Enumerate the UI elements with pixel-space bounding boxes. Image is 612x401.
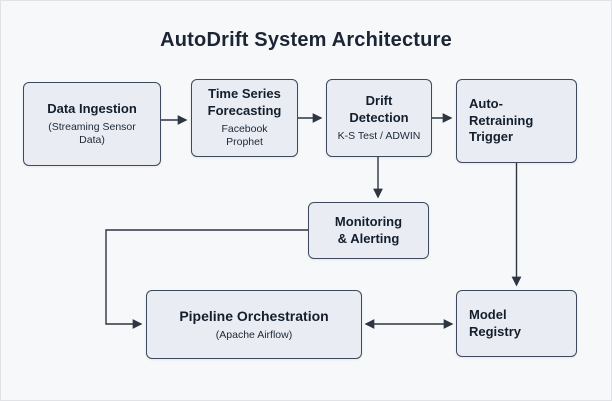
- node-pipeline-orchestration-label: Pipeline Orchestration: [179, 308, 329, 325]
- node-pipeline-orchestration-sublabel: (Apache Airflow): [215, 328, 293, 341]
- node-data-ingestion: Data Ingestion (Streaming Sensor Data): [23, 82, 161, 166]
- node-model-registry: Model Registry: [456, 290, 577, 357]
- node-monitoring-alerting-label: Monitoring & Alerting: [334, 213, 403, 246]
- node-time-series-forecasting-label: Time Series Forecasting: [207, 86, 282, 119]
- node-pipeline-orchestration: Pipeline Orchestration (Apache Airflow): [146, 290, 362, 359]
- node-drift-detection: Drift Detection K-S Test / ADWIN: [326, 79, 432, 157]
- node-time-series-forecasting-sublabel: Facebook Prophet: [221, 123, 268, 149]
- node-monitoring-alerting: Monitoring & Alerting: [308, 202, 429, 259]
- node-data-ingestion-label: Data Ingestion: [47, 100, 137, 116]
- node-data-ingestion-sublabel: (Streaming Sensor Data): [48, 120, 136, 146]
- node-time-series-forecasting: Time Series Forecasting Facebook Prophet: [191, 79, 298, 157]
- node-auto-retraining-trigger: Auto- Retraining Trigger: [456, 79, 577, 163]
- node-model-registry-label: Model Registry: [469, 306, 522, 339]
- node-drift-detection-label: Drift Detection: [349, 93, 409, 125]
- node-drift-detection-sublabel: K-S Test / ADWIN: [337, 129, 421, 142]
- node-auto-retraining-trigger-label: Auto- Retraining Trigger: [469, 95, 534, 145]
- diagram-title: AutoDrift System Architecture: [160, 29, 452, 51]
